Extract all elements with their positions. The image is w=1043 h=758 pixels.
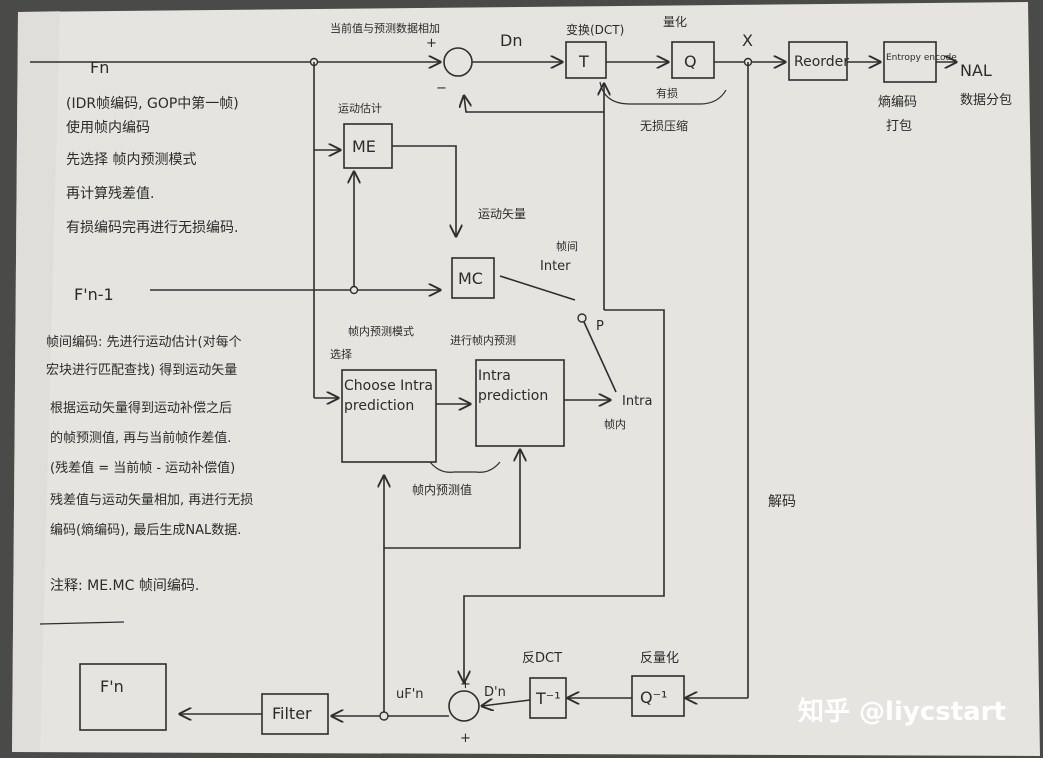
intra-label: Intra	[622, 394, 652, 409]
me-annotation: 运动估计	[338, 102, 382, 115]
note-line: 使用帧内编码	[66, 119, 150, 136]
fn-label: Fn	[90, 58, 109, 77]
p-to-recon	[464, 309, 665, 682]
paper-sheet	[12, 2, 1040, 756]
intra-prediction-block	[475, 359, 565, 447]
quant-annotation: 量化	[663, 15, 687, 29]
minus-sign-1: −	[436, 81, 447, 96]
note-line: 注释: ME.MC 帧间编码.	[50, 578, 199, 594]
plus-sign-2: +	[460, 677, 471, 692]
watermark: 知乎 @liycstart	[798, 697, 1006, 727]
inter-cn-annotation: 帧间	[556, 239, 578, 253]
intra-prediction-label: Intra prediction	[478, 368, 549, 404]
strikethrough	[39, 621, 125, 625]
quantize-block	[671, 41, 715, 79]
note-line: 残差值与运动矢量相加, 再进行无损	[50, 492, 253, 508]
note-line: 编码(熵编码), 最后生成NAL数据.	[50, 522, 241, 538]
ref-junction	[349, 285, 359, 295]
output-frame-label: F'n	[100, 677, 124, 696]
dn-prime-label: D'n	[484, 685, 506, 700]
choose-intra-wrap: Choose Intra prediction	[344, 378, 433, 414]
nal-label: NAL	[960, 61, 992, 80]
x-label: X	[742, 31, 753, 50]
inv-t-label: T⁻¹	[535, 689, 561, 708]
p-label: P	[596, 319, 604, 334]
intra-mode-select-annotation: 选择	[330, 347, 352, 361]
note-line: 有损编码完再进行无损编码.	[66, 220, 238, 236]
lossy-annotation: 有损	[656, 86, 678, 100]
recon-to-intra	[383, 450, 520, 716]
note-line: 根据运动矢量得到运动补偿之后	[50, 400, 232, 416]
paper-shadow	[12, 11, 60, 752]
note-line: 先选择 帧内预测模式	[66, 152, 196, 168]
note-line: (IDR帧编码, GOP中第一帧)	[66, 95, 239, 112]
inter-line	[499, 275, 576, 301]
notes-block: (IDR帧编码, GOP中第一帧) 使用帧内编码 先选择 帧内预测模式 再计算残…	[46, 95, 253, 594]
mv-annotation: 运动矢量	[478, 207, 526, 221]
intra-pred-wrap: Intra prediction	[478, 368, 549, 404]
pred-value-brace	[429, 461, 501, 473]
entropy-annotation: 熵编码	[878, 94, 917, 110]
choose-intra-label: Choose Intra prediction	[344, 378, 433, 414]
mc-label: MC	[458, 269, 483, 288]
motion-compensation-block	[451, 257, 495, 299]
quantize-label: Q	[684, 52, 697, 71]
recon-sum-node	[448, 690, 480, 722]
note-line: 宏块进行匹配查找) 得到运动矢量	[46, 362, 237, 378]
ref-frame-label: F'n-1	[74, 285, 114, 304]
transform-label: T	[578, 52, 589, 71]
p-to-sum	[464, 96, 604, 113]
note-line: 的帧预测值, 再与当前帧作差值.	[50, 430, 231, 446]
pack-annotation: 打包	[886, 119, 912, 134]
inverse-transform-block	[529, 677, 567, 719]
dct-annotation: 变换(DCT)	[566, 22, 624, 37]
inv-q-label: Q⁻¹	[640, 688, 667, 707]
entropy-label: Entropy encode	[886, 53, 957, 63]
reorder-label: Reorder	[794, 54, 849, 70]
filter-label: Filter	[272, 704, 312, 723]
pred-value-annotation: 帧内预测值	[412, 482, 472, 497]
intra-cn-annotation: 帧内	[604, 417, 626, 431]
note-line: 再计算残差值.	[66, 186, 154, 202]
invt-to-sum	[482, 700, 531, 706]
me-label: ME	[352, 137, 376, 156]
dn-label: Dn	[500, 31, 522, 50]
note-line: 帧间编码: 先进行运动估计(对每个	[46, 334, 242, 350]
reorder-block	[788, 41, 848, 81]
nal-annotation: 数据分包	[960, 93, 1012, 108]
intra-pred-annotation: 进行帧内预测	[450, 333, 516, 347]
iq-annotation: 反量化	[640, 651, 679, 666]
inverse-quantize-block	[631, 675, 685, 717]
choose-intra-block	[341, 369, 437, 463]
transform-block	[565, 41, 607, 79]
idct-annotation: 反DCT	[522, 651, 562, 666]
me-to-mc	[392, 145, 456, 236]
intra-line	[583, 321, 617, 393]
decode-annotation: 解码	[768, 494, 796, 510]
ufn-junction	[379, 711, 389, 721]
note-line: (残差值 = 当前帧 - 运动补偿值)	[50, 460, 235, 476]
residual-annotation: 当前值与预测数据相加	[330, 21, 440, 35]
plus-sign-1: +	[426, 36, 437, 51]
intra-mode-annotation: 帧内预测模式	[348, 324, 414, 338]
ufn-label: uF'n	[396, 687, 424, 702]
plus-sign-3: +	[460, 731, 471, 746]
output-frame-block	[79, 663, 167, 731]
switch-node-p	[577, 313, 587, 323]
inter-label: Inter	[540, 259, 571, 274]
lossless-annotation: 无损压缩	[640, 118, 688, 133]
